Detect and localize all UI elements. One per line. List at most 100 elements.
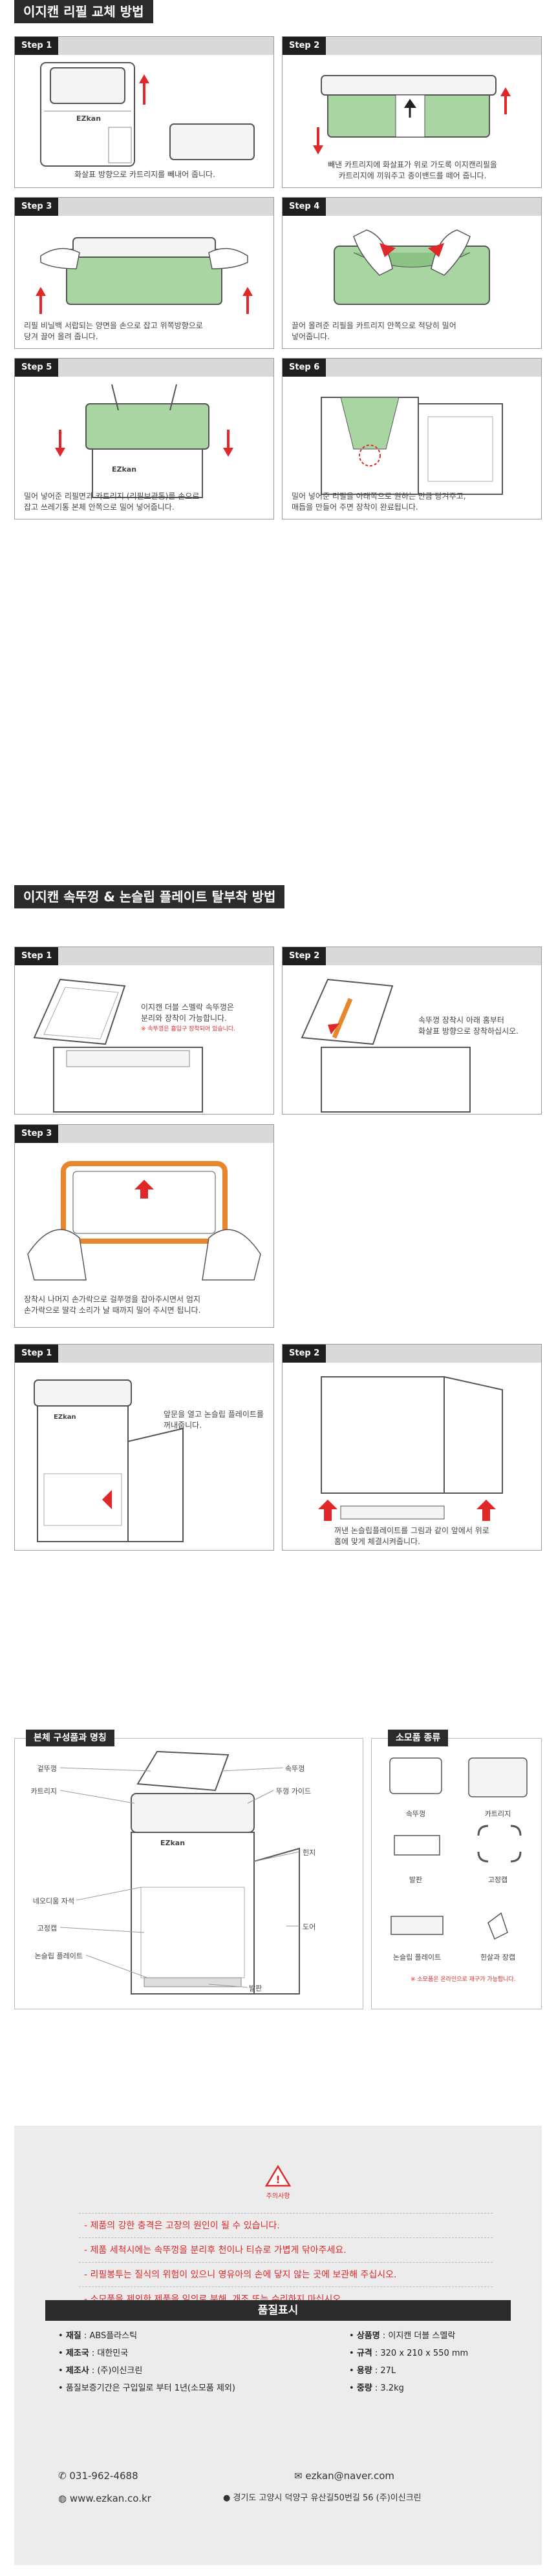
notice-heading: 주의사항 <box>266 2193 290 2200</box>
consumables-illustration <box>389 1757 528 1940</box>
phone-text: 031-962-4688 <box>69 2470 138 2482</box>
step-label: Step 1 <box>15 37 59 55</box>
step-caption-line: 꺼낸 논슬립플레이트를 그림과 같이 앞에서 위로 <box>334 1526 489 1535</box>
refill-step-6-card: Step 6 밀어 넣어준 리필을 아래쪽으로 원하는 만큼 당겨주고, 매듭을… <box>282 358 542 519</box>
step-label: Step 5 <box>15 359 59 377</box>
attach-inner-lid-illustration <box>301 978 471 1113</box>
step-caption-line: 매듭을 만들어 주면 장착이 완료됩니다. <box>292 503 418 512</box>
quality-size: • 규격 : 320 x 210 x 550 mm <box>349 2349 469 2358</box>
quality-maker: • 제조사 : (주)이신크린 <box>58 2366 143 2376</box>
part-label: 논슬립 플레이트 <box>34 1952 83 1960</box>
part-label: 카트리지 <box>30 1787 57 1796</box>
refill-step-2-card: Step 2 빼낸 카트리지에 화살표가 위로 가도록 이지캔리필을 카트리지에… <box>282 36 542 188</box>
quality-product-name: • 상품명 : 이지캔 더블 스멜락 <box>349 2331 456 2341</box>
step-caption-line: 끌어 올려준 리필을 카트리지 안쪽으로 적당히 밀어 <box>292 321 456 330</box>
contact-phone: ✆ 031-962-4688 <box>58 2468 138 2484</box>
open-lid-illustration <box>33 978 203 1113</box>
step-caption-line: 리필 비닐백 서랍되는 양면을 손으로 잡고 위쪽방향으로 <box>24 321 203 330</box>
quality-weight: • 중량 : 3.2kg <box>349 2383 404 2393</box>
bin-parts-illustration: EZkan <box>59 1750 300 1995</box>
step-label: Step 4 <box>283 198 326 216</box>
notice-item: - 제품 세척시에는 속뚜껑을 분리후 천이나 티슈로 가볍게 닦아주세요. <box>79 2238 493 2263</box>
step-caption-line: 꺼내줍니다. <box>164 1421 202 1430</box>
step-caption-line: 넣어줍니다. <box>292 332 330 341</box>
step-caption-line: 손가락으로 딸각 소리가 날 때까지 밀어 주시면 됩니다. <box>24 1306 201 1315</box>
step-caption-line: 앞문을 열고 논슬립 플레이트를 <box>164 1410 264 1419</box>
email-text: ezkan@naver.com <box>305 2470 394 2482</box>
warning-icon: ! <box>265 2164 291 2187</box>
section-title-refill: 이지캔 리필 교체 방법 <box>14 0 153 23</box>
mail-icon: ✉ <box>294 2470 303 2482</box>
parts-title-tag: 본체 구성품과 명칭 <box>26 1730 114 1746</box>
svg-text:!: ! <box>275 2173 280 2186</box>
consumables-note: ※ 소모품은 온라인으로 재구가 가능합니다. <box>411 1976 516 1983</box>
web-text: www.ezkan.co.kr <box>69 2493 151 2504</box>
notice-item: - 리필봉투는 질식의 위험이 있으니 영유아의 손에 닿지 않는 곳에 보관해… <box>79 2263 493 2287</box>
lid-step-1-card: Step 1 이지캔 더블 스멜락 속뚜껑은 분리와 장착이 가능합니다. ※ … <box>14 947 274 1115</box>
svg-text:EZkan: EZkan <box>54 1414 76 1421</box>
notice-panel: ! 주의사항 - 제품의 강한 충격은 고장의 원인이 될 수 있습니다. - … <box>14 2126 542 2565</box>
brand-logo: EZkan <box>76 114 101 123</box>
location-pin-icon: ● <box>223 2493 231 2503</box>
step-label: Step 2 <box>283 1345 326 1363</box>
step-caption-line: 속뚜껑 장착시 아래 홈부터 <box>418 1016 504 1025</box>
contact-address: ● 경기도 고양시 덕양구 유산길50번길 56 (주)이신크린 <box>223 2491 422 2506</box>
push-refill-inside-illustration <box>334 229 490 305</box>
bin-pull-cartridge-illustration: EZkan <box>40 62 255 167</box>
quality-material: • 재질 : ABS플라스틱 <box>58 2331 138 2341</box>
consumable-label: 속뚜껑 <box>405 1810 426 1818</box>
consumable-label: 발판 <box>409 1876 423 1884</box>
globe-icon: ◍ <box>58 2493 67 2504</box>
insert-plate-illustration <box>318 1376 503 1521</box>
step-label: Step 2 <box>283 947 326 965</box>
svg-text:EZkan: EZkan <box>160 1839 185 1847</box>
consumable-label: 힌살과 장캡 <box>480 1953 516 1962</box>
tie-knot-illustration <box>321 397 503 495</box>
address-text: 경기도 고양시 덕양구 유산길50번길 56 (주)이신크린 <box>233 2493 422 2503</box>
press-inner-lid-illustration <box>27 1161 261 1281</box>
phone-icon: ✆ <box>58 2470 67 2482</box>
step-caption-line: 당겨 끌어 올려 줍니다. <box>24 332 98 341</box>
plate-step-1-card: Step 1 EZkan 앞문을 열고 논슬립 플레이트를 꺼내줍니다. <box>14 1344 274 1551</box>
step-caption-line: 장착시 나머지 손가락으로 걸쭈껑을 잡아주시면서 엄지 <box>24 1295 200 1304</box>
consumable-label: 고정캡 <box>487 1876 508 1884</box>
part-label: 뚜껑 가이드 <box>276 1787 312 1796</box>
insert-cartridge-illustration: EZkan <box>55 384 233 498</box>
quality-capacity: • 용량 : 27L <box>349 2366 396 2376</box>
refill-step-3-card: Step 3 리필 비닐백 서랍되는 양면을 손으로 잡고 위쪽방향으로 당겨 … <box>14 197 274 349</box>
part-label: 도어 <box>303 1923 316 1931</box>
quality-title-bar: 품질표시 <box>45 2300 511 2321</box>
pull-refill-bag-illustration <box>36 237 253 314</box>
quality-warranty: • 품질보증기간은 구입일로 부터 1년(소모품 제외) <box>58 2383 235 2393</box>
plate-step-2-card: Step 2 꺼낸 논슬립플레이트를 그림과 같이 앞에서 위로 홈에 맞게 체… <box>282 1344 542 1551</box>
refill-step-1-card: Step 1 EZkan 화살표 방향으로 카트리지를 빼내어 줍니다. <box>14 36 274 188</box>
part-label: 겉뚜껑 <box>37 1764 57 1773</box>
step-label: Step 3 <box>15 198 59 216</box>
step-caption-line: 이지캔 더블 스멜락 속뚜껑은 <box>141 1003 234 1012</box>
refill-step-5-card: Step 5 EZkan 밀어 넣어준 리필면과 카트리지 (리필보관통)를 손… <box>14 358 274 519</box>
consumables-box: 속뚜껑 카트리지 발판 고정캡 논슬립 플레이트 힌살과 장캡 ※ 소모품은 온… <box>371 1738 542 2009</box>
step-label: Step 6 <box>283 359 326 377</box>
consumable-label: 카트리지 <box>484 1810 511 1818</box>
step-caption-line: 분리와 장착이 가능합니다. <box>141 1014 227 1023</box>
step-label: Step 1 <box>15 1345 59 1363</box>
consumables-title-tag: 소모품 종류 <box>388 1730 449 1746</box>
part-label: 힌지 <box>303 1848 316 1857</box>
step-note: ※ 속뚜껑은 흡입구 장착되어 있습니다. <box>141 1026 236 1032</box>
lid-step-2-card: Step 2 속뚜껑 장착시 아래 홈부터 화살표 방향으로 장착하십시오. <box>282 947 542 1115</box>
step-label: Step 2 <box>283 37 326 55</box>
step-caption-line: 밀어 넣어준 리필면과 카트리지 (리필보관통)를 손으로 <box>24 492 200 501</box>
step-caption-line: 빼낸 카트리지에 화살표가 위로 가도록 이지캔리필을 <box>328 160 497 169</box>
remove-plate-illustration: EZkan <box>34 1379 184 1542</box>
cartridge-refill-illustration <box>313 75 511 154</box>
part-label: 네오디움 자석 <box>32 1897 74 1905</box>
step-caption-line: 화살표 방향으로 장착하십시오. <box>418 1027 519 1036</box>
quality-country: • 제조국 : 대한민국 <box>58 2349 129 2358</box>
step-label: Step 3 <box>15 1125 59 1143</box>
step-caption-line: 카트리지에 끼워주고 종이밴드를 떼어 줍니다. <box>338 171 487 180</box>
lid-step-3-card: Step 3 장착시 나머지 손가락으로 걸쭈껑을 잡아주시면서 엄지 손가락으… <box>14 1124 274 1328</box>
part-label: 고정캡 <box>37 1924 57 1932</box>
contact-web: ◍ www.ezkan.co.kr <box>58 2491 151 2506</box>
step-caption-line: 홈에 맞게 체결시켜줍니다. <box>334 1537 420 1546</box>
step-label: Step 1 <box>15 947 59 965</box>
